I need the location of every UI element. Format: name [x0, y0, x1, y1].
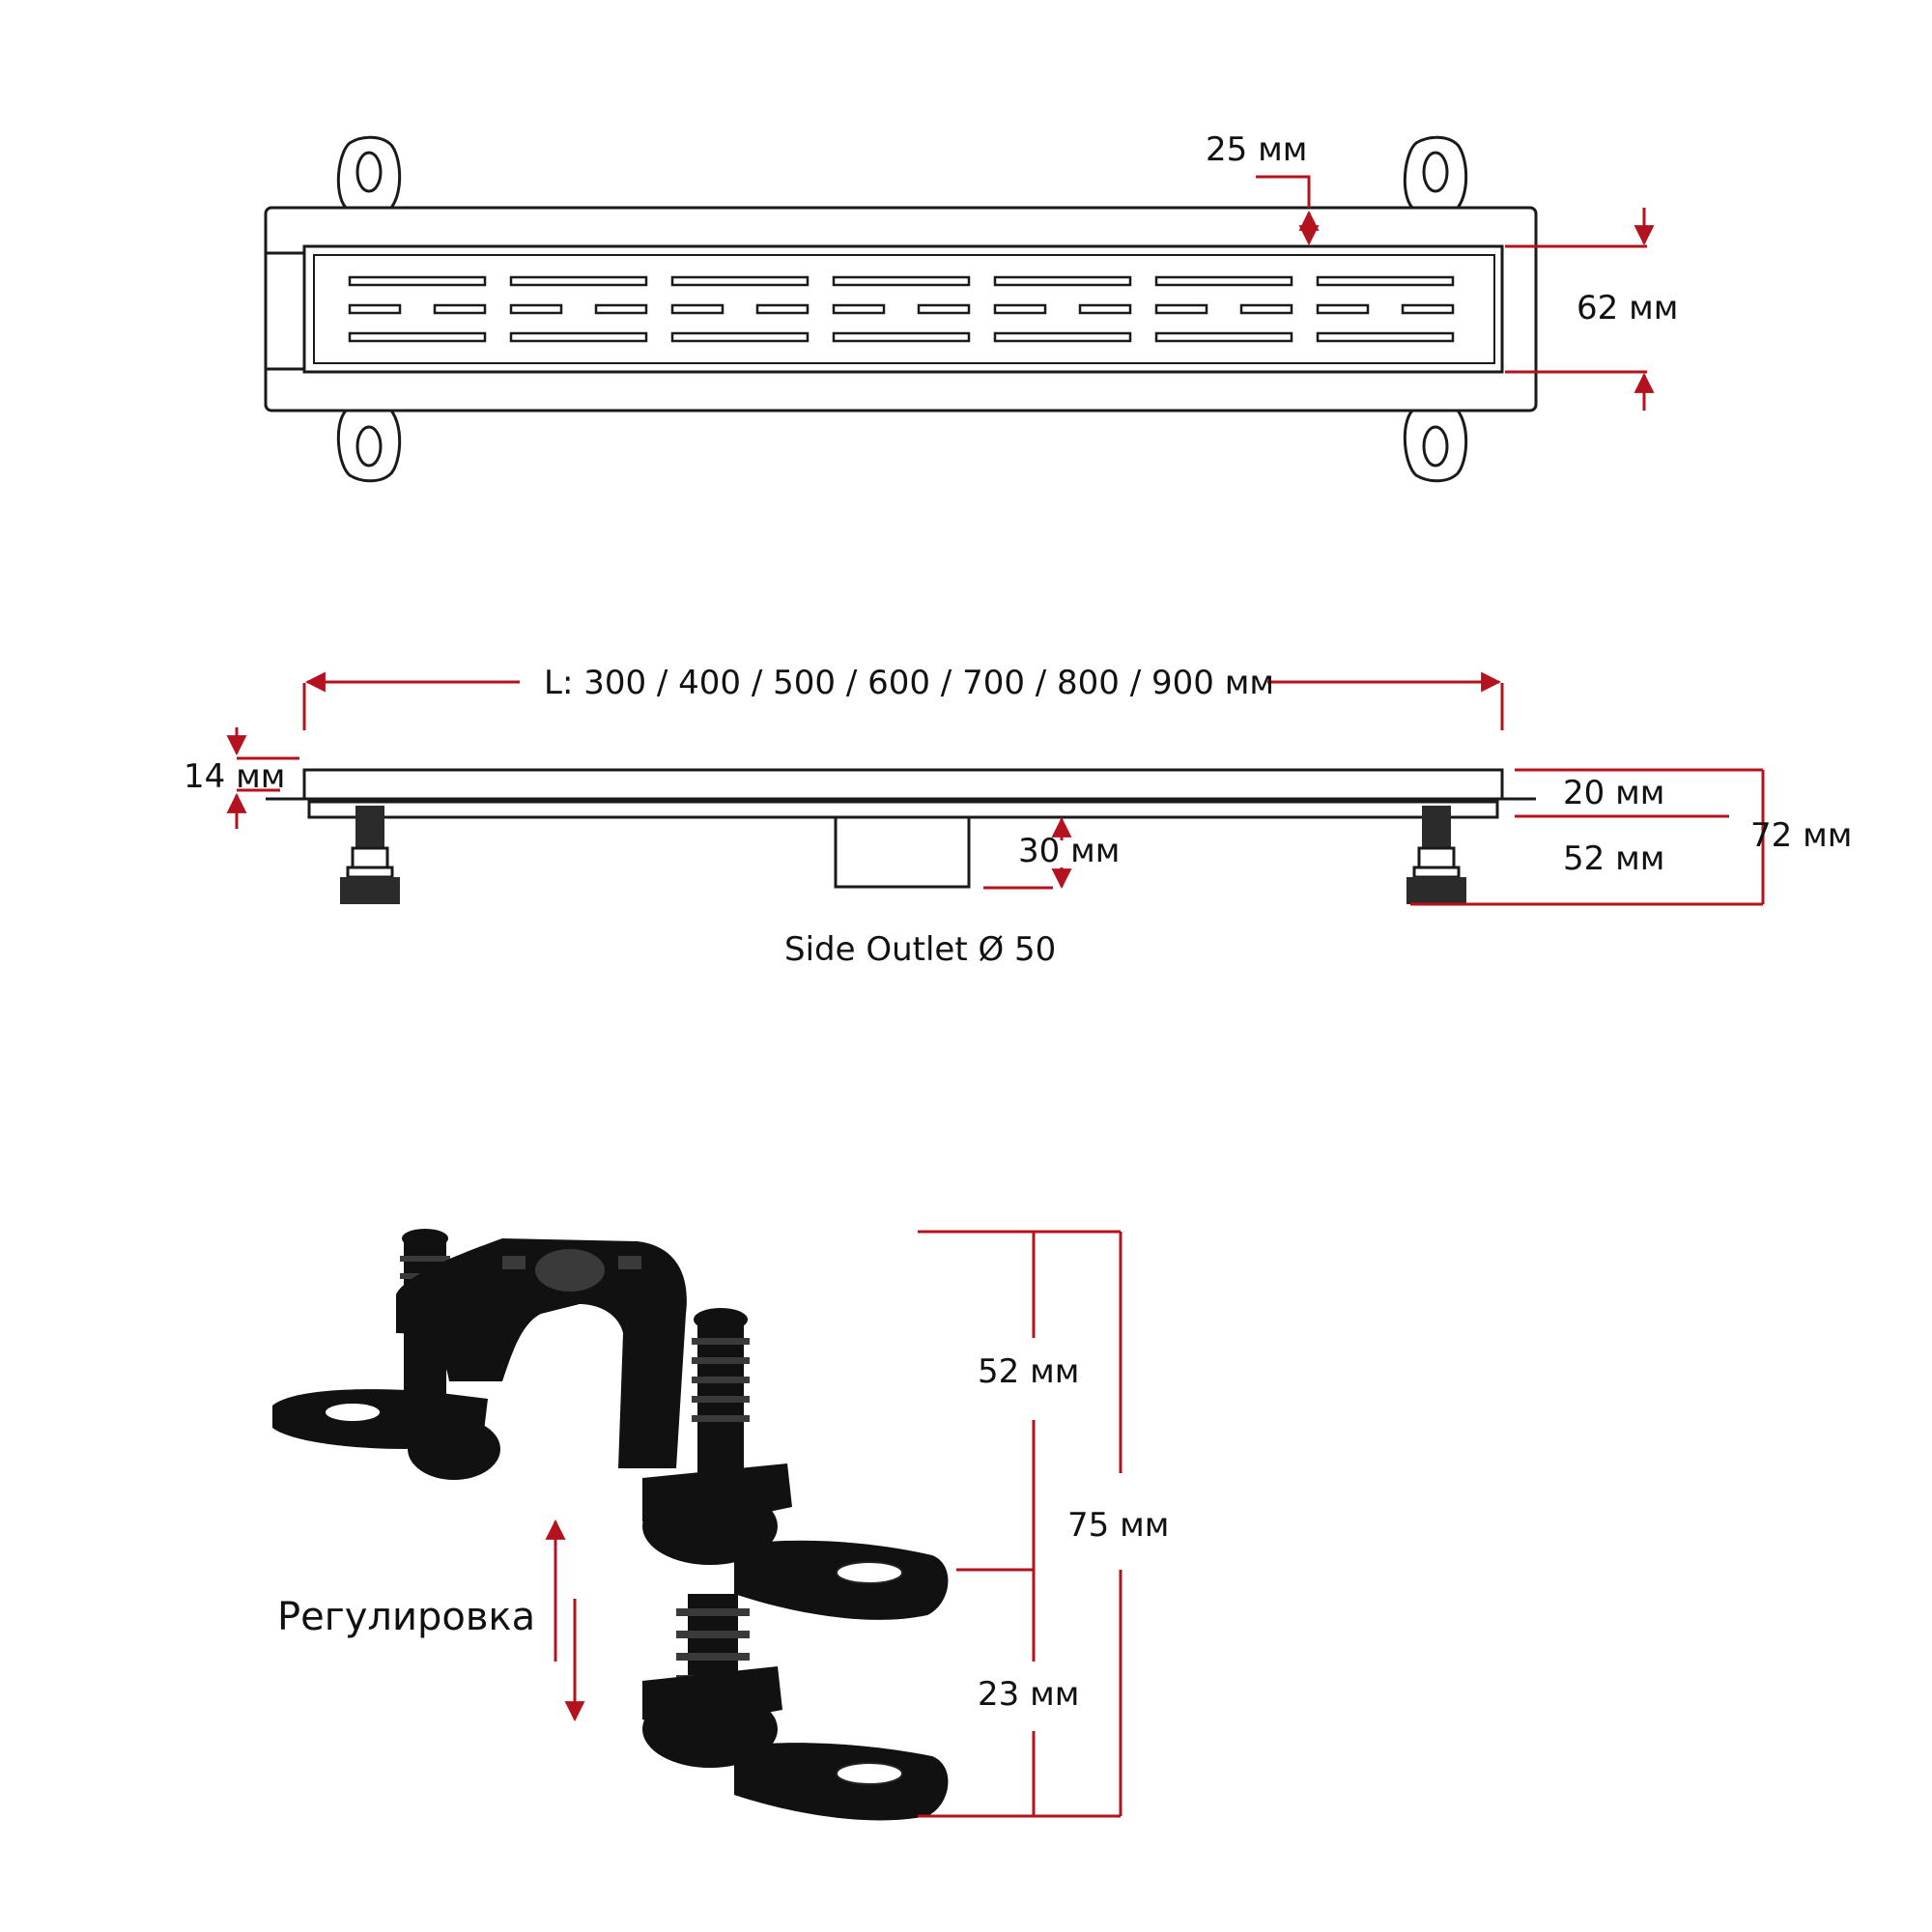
grate-slot	[1239, 303, 1293, 315]
dimension-foot-lower-label: 23 мм	[978, 1675, 1079, 1714]
grate-slot	[755, 303, 810, 315]
grate-slot	[1154, 331, 1293, 343]
grate-slot	[1316, 303, 1370, 315]
dimension-width: 62 мм	[1505, 208, 1678, 411]
grate-slot	[670, 331, 810, 343]
grate-slot	[509, 303, 563, 315]
grate-slot	[1154, 303, 1208, 315]
top-view	[264, 135, 1538, 483]
dimension-rim: 25 мм	[1206, 130, 1320, 246]
dimension-leg: 52 мм	[1410, 839, 1763, 906]
dimension-width-label: 62 мм	[1577, 289, 1678, 327]
grate-slot	[1401, 303, 1455, 315]
side-outlet	[834, 815, 971, 889]
adjustable-foot	[272, 1229, 949, 1821]
grate-slot	[1316, 331, 1455, 343]
dimension-length-label: L: 300 / 400 / 500 / 600 / 700 / 800 / 9…	[544, 664, 1274, 702]
dimension-total-height-label: 72 мм	[1750, 816, 1852, 855]
dimension-foot-upper: 52 мм	[918, 1230, 1121, 1572]
grate-slot	[1078, 303, 1132, 315]
grate-slot	[1154, 275, 1293, 287]
grate-slot	[670, 275, 810, 287]
grate-slots	[348, 275, 1455, 343]
mounting-tab-bottom-right	[1403, 409, 1468, 483]
dimension-foot-upper-label: 52 мм	[978, 1352, 1079, 1391]
dimension-outlet-label: 30 мм	[1018, 832, 1120, 870]
dimension-foot-total-label: 75 мм	[1067, 1506, 1169, 1545]
dimension-length: L: 300 / 400 / 500 / 600 / 700 / 800 / 9…	[302, 664, 1504, 730]
grate-slot	[917, 303, 971, 315]
side-leg-right	[1406, 806, 1466, 904]
dimension-total-height: 72 мм	[1750, 770, 1852, 904]
adjust-label: Регулировка	[277, 1595, 535, 1639]
grate-slot	[348, 331, 487, 343]
dimension-foot-total: 75 мм	[1067, 1232, 1169, 1816]
grate-slot	[832, 303, 886, 315]
grate-slot	[1316, 275, 1455, 287]
mounting-tab-top-right	[1403, 135, 1468, 210]
side-outlet-label: Side Outlet Ø 50	[784, 930, 1056, 969]
dimension-channel: 20 мм	[1515, 768, 1763, 818]
grate-slot	[433, 303, 487, 315]
grate-slot	[993, 303, 1047, 315]
side-channel	[307, 800, 1499, 819]
grate-slot	[509, 331, 648, 343]
side-view	[266, 768, 1536, 904]
grate-slot	[993, 331, 1132, 343]
dimension-top: 14 мм	[184, 727, 299, 829]
grate-slot	[348, 303, 402, 315]
grate-slot	[832, 275, 971, 287]
grate-slot	[509, 275, 648, 287]
drain-grate	[302, 244, 1504, 374]
grate-slot	[993, 275, 1132, 287]
dimension-rim-label: 25 мм	[1206, 130, 1307, 169]
mounting-tab-bottom-left	[336, 409, 402, 483]
grate-slot	[348, 275, 487, 287]
dimension-foot-lower: 23 мм	[918, 1570, 1121, 1818]
adjust-arrows	[545, 1519, 585, 1722]
drain-frame	[264, 206, 1538, 412]
mounting-tab-top-left	[336, 135, 402, 210]
dimension-leg-label: 52 мм	[1563, 839, 1664, 878]
dimension-outlet: 30 мм	[983, 816, 1120, 890]
grate-slot	[594, 303, 648, 315]
side-leg-left	[340, 806, 400, 904]
grate-slot	[832, 331, 971, 343]
dimension-top-label: 14 мм	[184, 757, 285, 796]
side-grate-plate	[302, 768, 1504, 801]
grate-slot	[670, 303, 724, 315]
dimension-channel-label: 20 мм	[1563, 774, 1664, 812]
